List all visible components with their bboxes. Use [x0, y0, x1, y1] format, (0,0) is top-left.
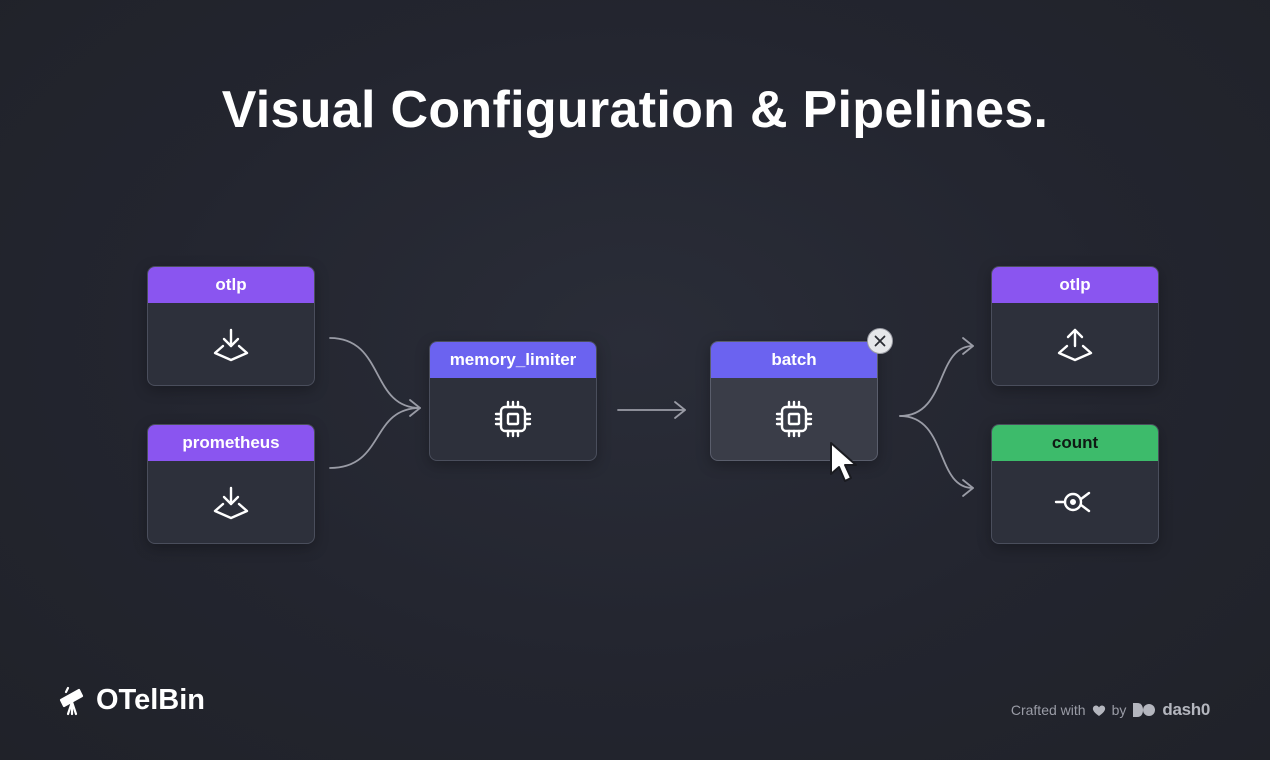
cpu-chip-icon [494, 400, 532, 438]
cpu-chip-icon [775, 400, 813, 438]
node-otlp-receiver[interactable]: otlp [147, 266, 315, 386]
node-count-connector[interactable]: count [991, 424, 1159, 544]
download-tray-icon [213, 486, 249, 520]
arrowhead-count [962, 479, 974, 497]
edge-prometheus-to-memory-limiter [329, 407, 421, 469]
dash0-logo-icon [1133, 703, 1156, 717]
brand-logo[interactable]: OTelBin [58, 684, 205, 717]
node-otlp-exporter[interactable]: otlp [991, 266, 1159, 386]
node-label: batch [711, 342, 877, 378]
edge-otlp-to-memory-limiter [329, 337, 421, 409]
node-label: otlp [992, 267, 1158, 303]
credit-prefix: Crafted with [1010, 702, 1086, 718]
telescope-icon [59, 686, 84, 715]
page-title: Visual Configuration & Pipelines. [221, 81, 1049, 139]
node-memory-limiter-processor[interactable]: memory_limiter [429, 341, 597, 461]
edge-batch-to-count [899, 415, 974, 489]
close-icon [874, 335, 886, 347]
company-name: dash0 [1162, 700, 1210, 719]
delete-node-button[interactable] [867, 328, 893, 354]
node-batch-processor[interactable]: batch [710, 341, 878, 461]
credit-by: by [1111, 702, 1127, 718]
arrowhead-memory-limiter [409, 399, 421, 417]
download-tray-icon [213, 328, 249, 362]
edge-batch-to-otlp-exporter [899, 345, 974, 417]
node-label: otlp [148, 267, 314, 303]
mouse-cursor-icon [830, 442, 857, 482]
heart-icon [1092, 705, 1105, 716]
node-label: count [992, 425, 1158, 461]
brand-name: OTelBin [96, 684, 206, 716]
upload-tray-icon [1057, 328, 1093, 362]
arrowhead-otlp-exporter [962, 337, 974, 355]
node-label: memory_limiter [430, 342, 596, 378]
node-label: prometheus [148, 425, 314, 461]
connector-icon [1054, 491, 1091, 513]
node-prometheus-receiver[interactable]: prometheus [147, 424, 315, 544]
arrowhead-batch [674, 401, 686, 419]
footer-credit[interactable]: Crafted with by dash0 [1011, 700, 1210, 720]
